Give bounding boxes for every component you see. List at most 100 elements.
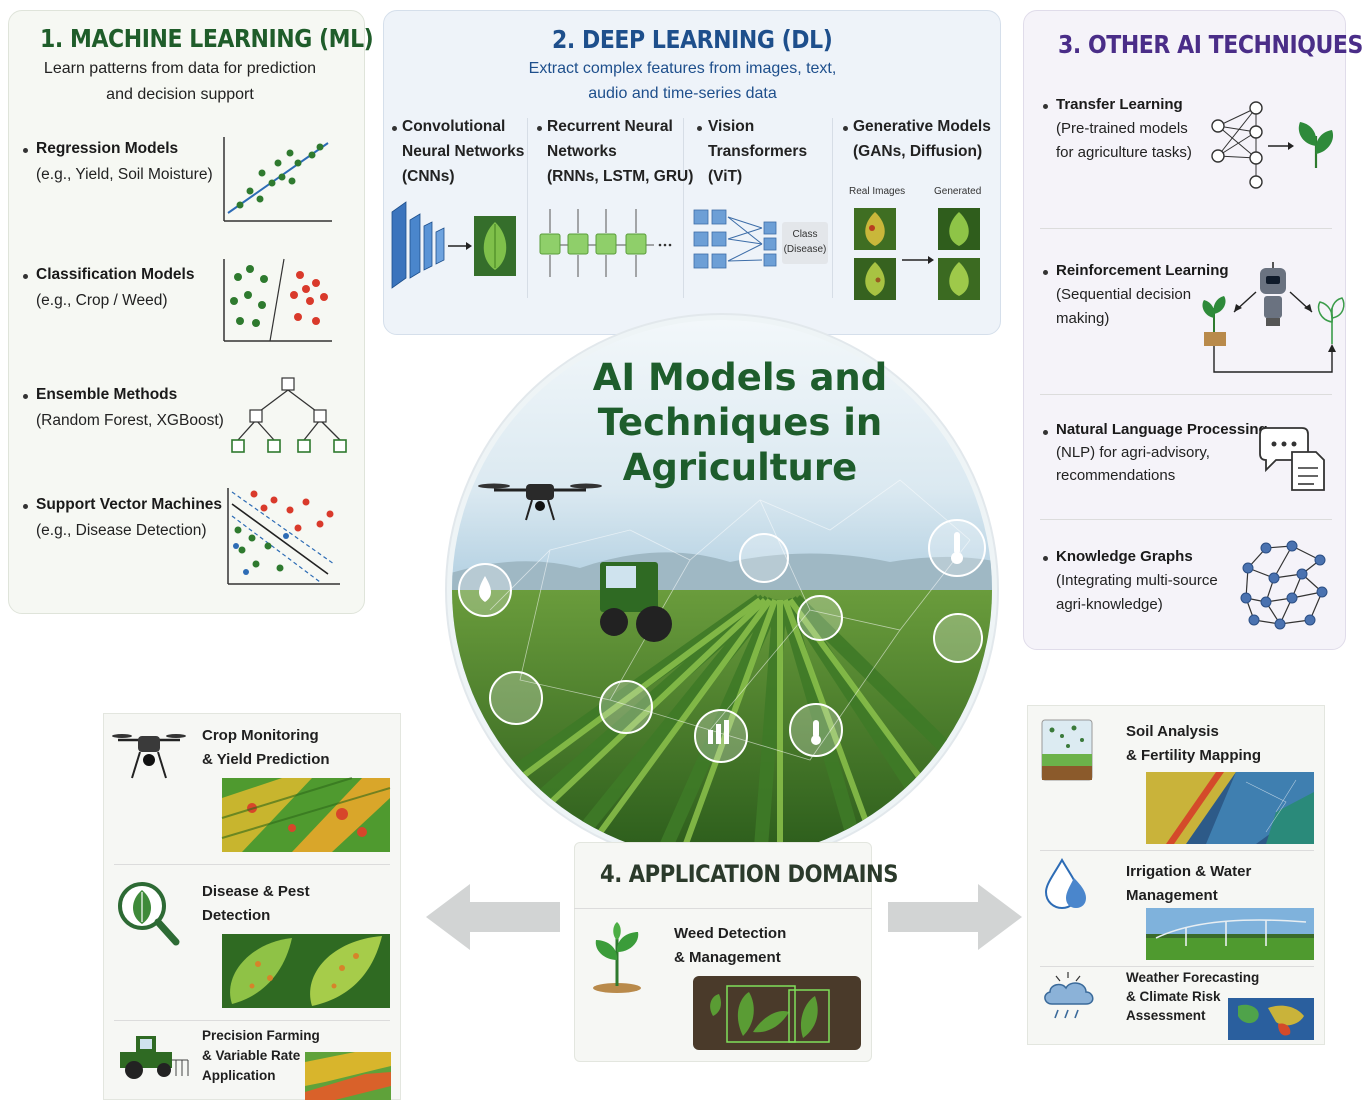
transfer-learning-icon bbox=[1211, 101, 1334, 189]
app-weed-detection: Weed Detection & Management bbox=[674, 922, 786, 970]
gan-images-icon bbox=[854, 208, 980, 300]
dl-divider bbox=[832, 118, 833, 298]
ai-item-detail: (Integrating multi-source bbox=[1056, 572, 1218, 589]
app-title: 4. APPLICATION DOMAINS bbox=[600, 860, 899, 888]
bullet bbox=[1043, 556, 1048, 561]
ai-item-name: Reinforcement Learning bbox=[1056, 262, 1229, 279]
drone-icon bbox=[112, 734, 186, 779]
app-label-line: & Management bbox=[674, 949, 781, 966]
dl-col-line: Recurrent Neural bbox=[547, 118, 673, 135]
app-divider bbox=[574, 908, 872, 909]
ml-item-name: Ensemble Methods bbox=[36, 386, 178, 403]
gan-real-label: Real Images bbox=[849, 186, 906, 197]
app-label-line: Management bbox=[1126, 887, 1218, 904]
ml-item-detail: (e.g., Disease Detection) bbox=[36, 522, 207, 539]
app-divider bbox=[114, 864, 390, 865]
dl-col-line: (GANs, Diffusion) bbox=[853, 143, 983, 160]
bullet bbox=[537, 126, 542, 131]
arrow-right-icon bbox=[888, 884, 1022, 950]
bullet bbox=[23, 504, 28, 509]
dl-divider bbox=[683, 118, 684, 298]
app-label-line: Application bbox=[202, 1068, 276, 1083]
ai-item-name: Knowledge Graphs bbox=[1056, 548, 1193, 565]
irrigation-image bbox=[1146, 908, 1314, 960]
vit-diagram-icon bbox=[693, 209, 777, 269]
drone bbox=[478, 483, 602, 521]
app-label-line: Weed Detection bbox=[674, 925, 787, 942]
ai-item-detail: recommendations bbox=[1056, 467, 1176, 484]
bullet bbox=[1043, 430, 1048, 435]
knowledge-graph-icon bbox=[1240, 540, 1328, 630]
app-disease-detection: Disease & Pest Detection bbox=[202, 880, 310, 928]
dl-title: 2. DEEP LEARNING (DL) bbox=[552, 25, 833, 54]
ml-item-name: Regression Models bbox=[36, 140, 179, 157]
ai-divider bbox=[1040, 228, 1332, 229]
dl-subtitle-line1: Extract complex features from images, te… bbox=[528, 60, 837, 77]
ai-item-detail: (Sequential decision bbox=[1056, 286, 1192, 303]
regression-plot-icon bbox=[223, 137, 332, 222]
bullet bbox=[697, 126, 702, 131]
app-label-line: Detection bbox=[202, 907, 271, 924]
fertility-map-image bbox=[1146, 772, 1314, 844]
app-label-line: Crop Monitoring bbox=[202, 727, 319, 744]
bullet bbox=[23, 274, 28, 279]
app-divider bbox=[114, 1020, 390, 1021]
center-title: AI Models and Techniques in Agriculture bbox=[592, 356, 888, 489]
ml-panel bbox=[8, 10, 365, 614]
ml-item-svm: Support Vector Machines (e.g., Disease D… bbox=[36, 492, 222, 544]
nlp-chat-icon bbox=[1259, 427, 1325, 491]
app-precision-farming: Precision Farming & Variable Rate Applic… bbox=[202, 1026, 320, 1086]
ml-subtitle: Learn patterns from data for prediction … bbox=[20, 56, 340, 108]
dl-col-line: Convolutional bbox=[402, 118, 506, 135]
water-drop-icon bbox=[1044, 857, 1086, 910]
ai-item-detail: (NLP) for agri-advisory, bbox=[1056, 444, 1210, 461]
app-label-line: & Fertility Mapping bbox=[1126, 747, 1261, 764]
disease-magnifier-icon bbox=[118, 882, 180, 946]
ai-item-name: Natural Language Processing bbox=[1056, 421, 1268, 438]
dl-col-cnn: Convolutional Neural Networks (CNNs) bbox=[402, 114, 524, 189]
tractor-icon bbox=[120, 1036, 189, 1079]
vit-class-label: Class (Disease) bbox=[782, 227, 828, 257]
dl-subtitle-line2: audio and time-series data bbox=[588, 85, 777, 102]
ml-title: 1. MACHINE LEARNING (ML) bbox=[40, 24, 374, 53]
ai-item-nlp: Natural Language Processing (NLP) for ag… bbox=[1056, 418, 1268, 487]
dl-subtitle: Extract complex features from images, te… bbox=[480, 56, 885, 106]
bullet bbox=[23, 148, 28, 153]
ml-subtitle-line2: and decision support bbox=[106, 86, 254, 103]
ml-item-regression: Regression Models (e.g., Yield, Soil Moi… bbox=[36, 136, 213, 188]
ai-divider bbox=[1040, 519, 1332, 520]
bullet bbox=[23, 394, 28, 399]
dl-col-line: Vision bbox=[708, 118, 755, 135]
ml-item-name: Classification Models bbox=[36, 266, 195, 283]
soil-analysis-icon bbox=[1041, 719, 1093, 781]
dl-col-line: Generative Models bbox=[853, 118, 991, 135]
dl-col-vit: Vision Transformers (ViT) bbox=[708, 114, 807, 189]
ml-item-ensemble: Ensemble Methods (Random Forest, XGBoost… bbox=[36, 382, 224, 434]
reinforcement-learning-icon bbox=[1202, 262, 1345, 373]
dl-col-line: (ViT) bbox=[708, 168, 743, 185]
center-circle-illustration bbox=[445, 313, 999, 867]
app-label-line: & Variable Rate bbox=[202, 1048, 301, 1063]
bullet bbox=[843, 126, 848, 131]
ml-subtitle-line1: Learn patterns from data for prediction bbox=[43, 60, 317, 77]
dl-col-rnn: Recurrent Neural Networks (RNNs, LSTM, G… bbox=[547, 114, 693, 189]
ai-title: 3. OTHER AI TECHNIQUES bbox=[1058, 30, 1363, 59]
ndvi-map-image bbox=[221, 777, 391, 852]
app-label-line: Disease & Pest bbox=[202, 883, 310, 900]
ml-item-detail: (Random Forest, XGBoost) bbox=[36, 412, 224, 429]
decision-tree-icon bbox=[231, 377, 347, 453]
app-label-line: Assessment bbox=[1126, 1008, 1206, 1023]
app-weather: Weather Forecasting & Climate Risk Asses… bbox=[1126, 968, 1259, 1025]
app-divider bbox=[1040, 850, 1314, 851]
ai-item-knowledge-graph: Knowledge Graphs (Integrating multi-sour… bbox=[1056, 545, 1218, 617]
seedling-icon bbox=[593, 922, 641, 993]
app-soil-analysis: Soil Analysis & Fertility Mapping bbox=[1126, 720, 1261, 768]
diseased-leaves-image bbox=[222, 934, 390, 1008]
gan-generated-label: Generated bbox=[934, 186, 982, 197]
vit-class-text: Class bbox=[792, 229, 818, 240]
ml-item-detail: (e.g., Crop / Weed) bbox=[36, 292, 168, 309]
ml-item-classification: Classification Models (e.g., Crop / Weed… bbox=[36, 262, 194, 314]
ml-item-name: Support Vector Machines bbox=[36, 496, 223, 513]
bullet bbox=[1043, 270, 1048, 275]
weed-detection-image bbox=[693, 976, 861, 1050]
